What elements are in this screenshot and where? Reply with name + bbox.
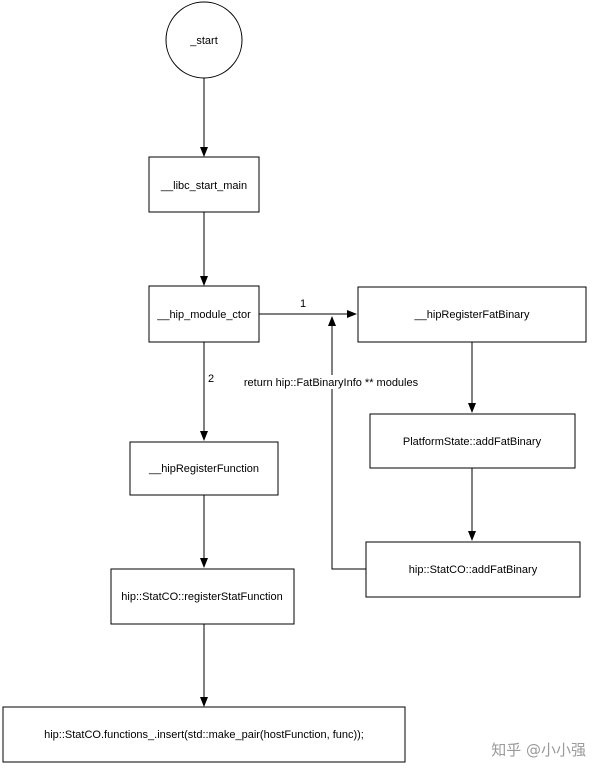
node-libc-start-main-label: __libc_start_main — [160, 180, 247, 192]
node-hip-module-ctor: __hip_module_ctor — [148, 285, 260, 343]
node-functions-insert: hip::StatCO.functions_.insert(std::make_… — [2, 706, 406, 763]
edge-label-return: return hip::FatBinaryInfo ** modules — [244, 377, 419, 389]
node-register-stat-function-label: hip::StatCO::registerStatFunction — [121, 591, 282, 603]
node-statco-addfatbinary: hip::StatCO::addFatBinary — [365, 541, 581, 598]
return-label-background — [242, 375, 420, 389]
node-statco-addfatbinary-label: hip::StatCO::addFatBinary — [409, 564, 538, 576]
edge-return-modules — [328, 316, 366, 570]
node-hip-register-function: __hipRegisterFunction — [129, 441, 279, 496]
node-hip-register-function-label: __hipRegisterFunction — [148, 463, 259, 475]
node-hip-register-fat-binary: __hipRegisterFatBinary — [357, 286, 587, 343]
node-hip-module-ctor-label: __hip_module_ctor — [156, 309, 251, 321]
node-platformstate-addfatbinary: PlatformState::addFatBinary — [369, 413, 576, 469]
node-start-label: _start — [189, 35, 218, 47]
node-hip-register-fat-binary-label: __hipRegisterFatBinary — [414, 309, 530, 321]
edge-label-1: 1 — [300, 298, 306, 310]
node-start: _start — [165, 1, 243, 79]
node-functions-insert-label: hip::StatCO.functions_.insert(std::make_… — [44, 729, 364, 741]
watermark: 知乎 @小小强 — [491, 741, 586, 759]
node-register-stat-function: hip::StatCO::registerStatFunction — [110, 568, 295, 625]
node-platformstate-addfatbinary-label: PlatformState::addFatBinary — [403, 436, 542, 448]
edge-label-2: 2 — [208, 373, 214, 385]
node-libc-start-main: __libc_start_main — [148, 156, 260, 213]
